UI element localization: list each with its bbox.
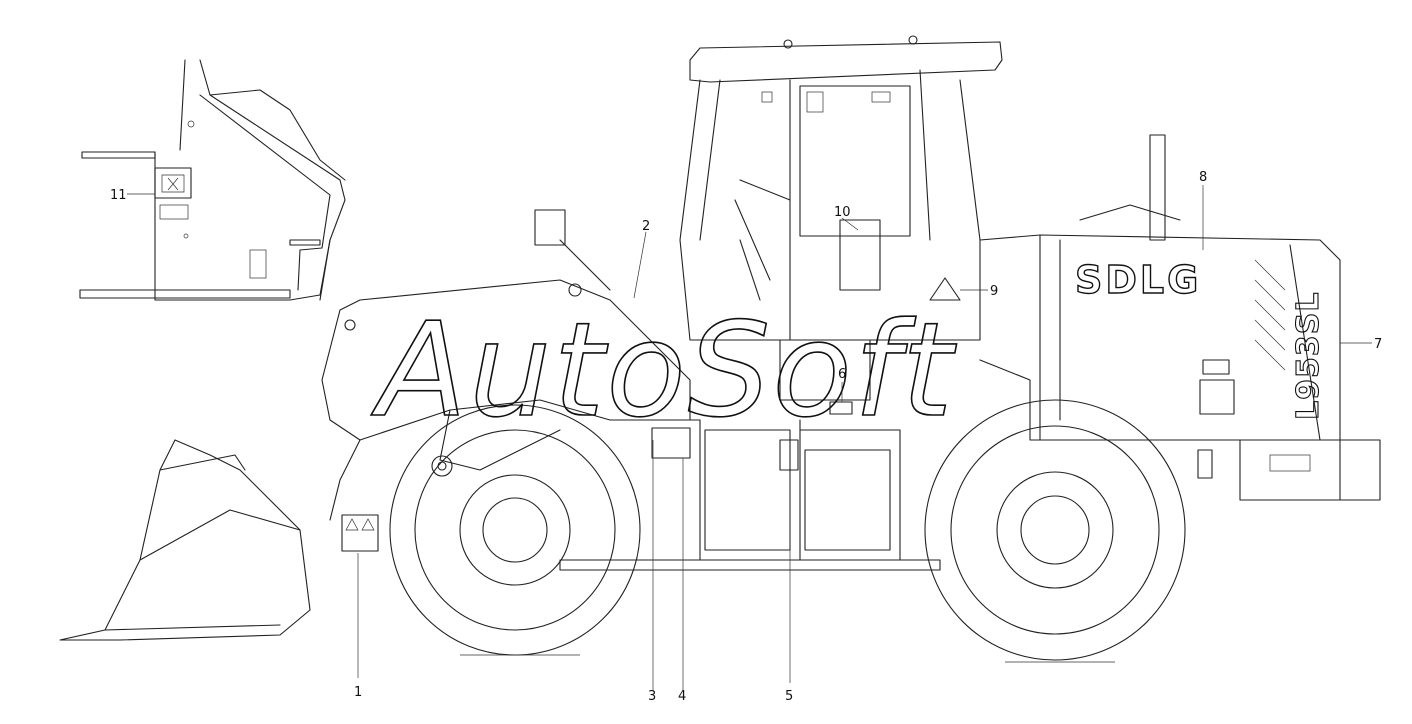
callouts: 1 2 3 4 5 6 7 8 9 10 11 <box>110 170 1382 704</box>
callout-3: 3 <box>648 689 656 704</box>
decal-1 <box>341 514 379 552</box>
callout-1: 1 <box>354 685 362 700</box>
engine-hood <box>979 134 1381 501</box>
callout-7: 7 <box>1374 337 1382 352</box>
brand-text: SDLG <box>1075 258 1201 302</box>
decals <box>341 277 1235 552</box>
callout-11: 11 <box>110 188 127 203</box>
decal-6 <box>829 401 853 415</box>
callout-2: 2 <box>642 219 650 234</box>
cab <box>679 35 1003 401</box>
rear-small-decal <box>1202 359 1230 375</box>
ground-hatch <box>460 654 1115 663</box>
inset-view <box>79 59 346 301</box>
rear-wheel <box>924 399 1186 661</box>
lift-arm <box>321 209 691 521</box>
inset-decal-11 <box>154 167 192 199</box>
callout-6: 6 <box>838 367 846 382</box>
decal-5 <box>779 439 799 471</box>
callout-4: 4 <box>678 689 686 704</box>
callout-10: 10 <box>834 205 851 220</box>
watermark-text: AutoSoft <box>371 294 957 446</box>
callout-9: 9 <box>990 284 998 299</box>
model-text: L953SL <box>1291 292 1326 420</box>
rear-hook-decal <box>1197 449 1213 479</box>
bucket <box>59 439 311 641</box>
callout-8: 8 <box>1199 170 1207 185</box>
callout-5: 5 <box>785 689 793 704</box>
decal-9 <box>929 277 961 301</box>
warning-decal-rear <box>1199 379 1235 415</box>
decal-4 <box>651 427 691 459</box>
